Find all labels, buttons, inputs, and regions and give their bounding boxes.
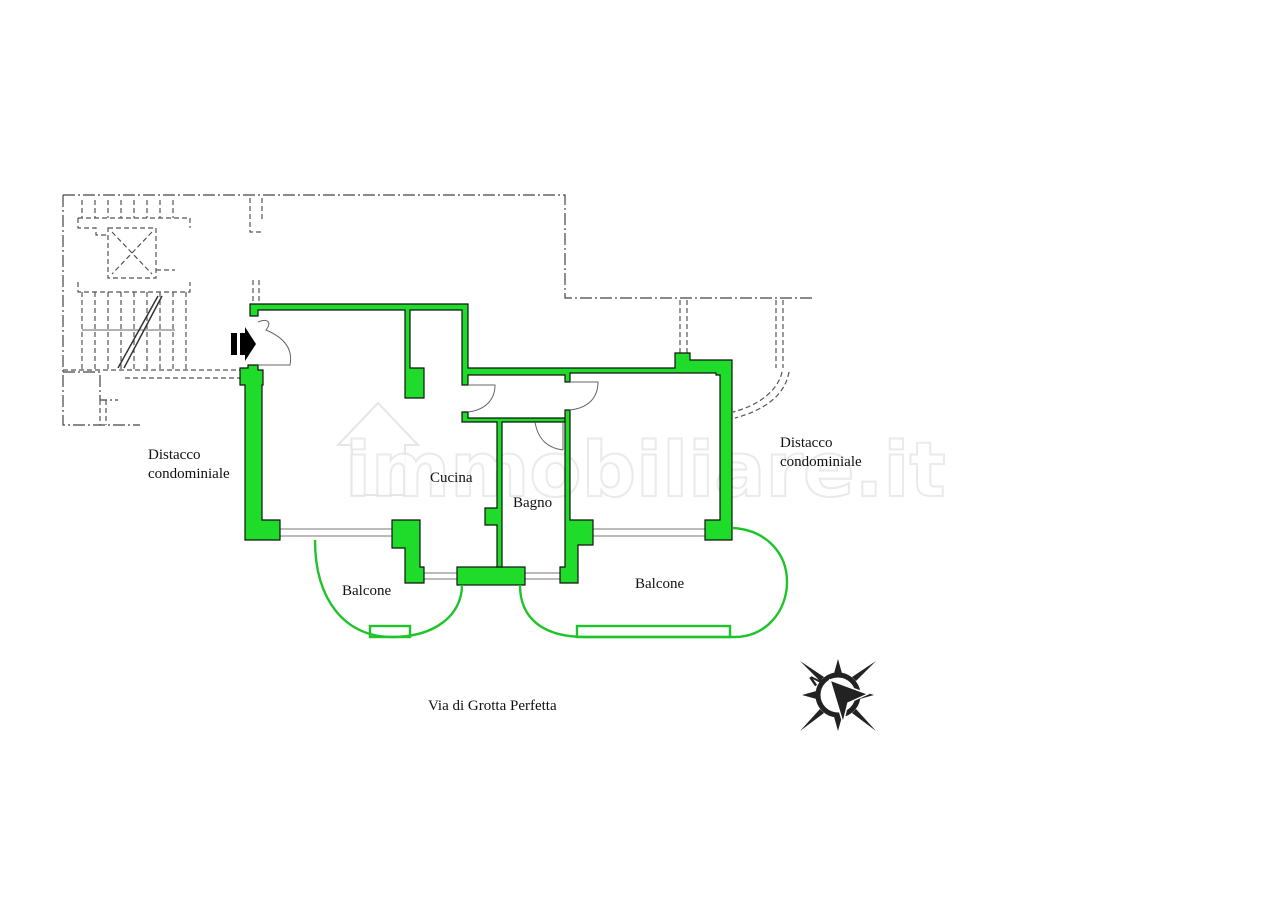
right-detachment-label: Distacco [780, 435, 832, 451]
compass-icon: N [800, 659, 876, 731]
entrance-arrow-icon [231, 327, 256, 361]
bathroom-label: Bagno [513, 495, 552, 511]
right-detachment-label-2: condominiale [780, 454, 862, 470]
balcony-left-label: Balcone [342, 583, 391, 599]
left-detachment-label-2: condominiale [148, 466, 230, 482]
kitchen-label: Cucina [430, 470, 473, 486]
watermark-text: immobiliare.it [345, 425, 946, 514]
building-outline [62, 194, 815, 426]
balconies [313, 526, 789, 639]
watermark: immobiliare.it [335, 401, 947, 515]
walls [239, 303, 733, 586]
balcony-right-label: Balcone [635, 576, 684, 592]
compass-north-letter: N [807, 670, 826, 690]
courtyard-elements [679, 300, 790, 419]
stairwell [63, 198, 263, 425]
doors [257, 319, 599, 451]
street-label: Via di Grotta Perfetta [428, 698, 557, 714]
left-detachment-label: Distacco [148, 447, 200, 463]
